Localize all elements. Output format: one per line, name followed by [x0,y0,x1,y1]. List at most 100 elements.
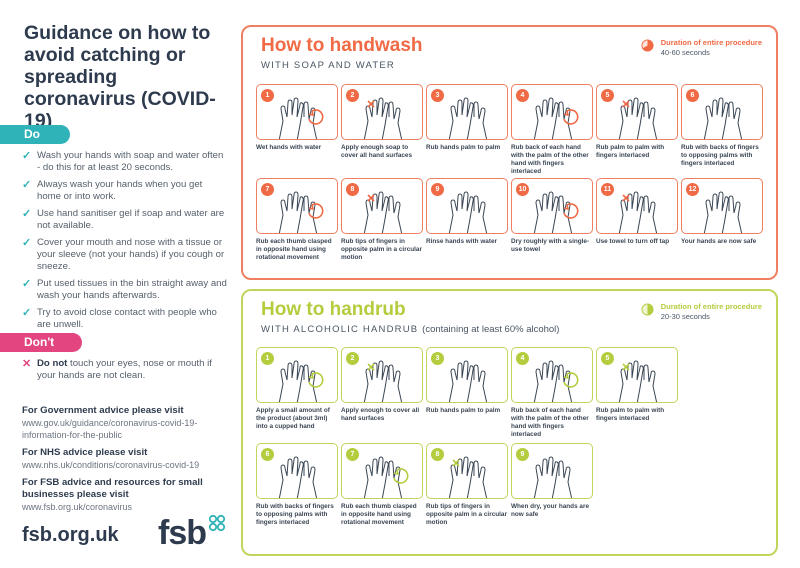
dont-bold: Do not [37,358,68,369]
step-number: 10 [516,183,529,196]
clock-icon [641,303,654,316]
government-link[interactable]: www.gov.uk/guidance/coronavirus-covid-19… [22,418,198,440]
fingertips-icon: 8 [426,443,508,499]
check-icon: ✓ [22,208,32,220]
step-number: 2 [346,89,359,102]
check-icon: ✓ [22,237,32,249]
handwash-subtitle: WITH SOAP AND WATER [261,60,395,71]
step-caption: Wet hands with water [256,144,322,151]
step-caption: When dry, your hands are now safe [511,503,590,518]
backs-of-fingers-icon: 6 [256,443,338,499]
step-number: 12 [686,183,699,196]
handwash-title: How to handwash [261,35,423,56]
step-number: 4 [516,89,529,102]
do-item: ✓Use hand sanitiser gel if soap and wate… [22,208,225,231]
do-item: ✓Wash your hands with soap and water oft… [22,150,224,173]
palm-rub-icon: 3 [426,84,508,140]
step-caption: Rub each thumb clasped in opposite hand … [341,503,417,526]
check-icon: ✓ [22,150,32,162]
back-of-hand-icon: 4 [511,347,593,403]
fsb-link[interactable]: www.fsb.org.uk/coronavirus [22,502,133,512]
dont-item: ✕ Do not touch your eyes, nose or mouth … [22,358,227,382]
step-caption: Rub tips of fingers in opposite palm in … [341,238,422,261]
do-item: ✓Cover your mouth and nose with a tissue… [22,237,225,272]
do-item: ✓Always wash your hands when you get hom… [22,179,203,202]
safe-hands-icon: 12 [681,178,763,234]
step-number: 8 [431,448,444,461]
dont-text: touch your eyes, nose or mouth if your h… [37,358,212,381]
step-caption: Dry roughly with a single-use towel [511,238,590,253]
back-of-hand-icon: 4 [511,84,593,140]
clock-icon [641,39,654,52]
step-caption: Rub palm to palm with fingers interlaced [596,144,665,159]
nhs-link[interactable]: www.nhs.uk/conditions/coronavirus-covid-… [22,460,200,470]
step-number: 7 [346,448,359,461]
do-item: ✓Try to avoid close contact with people … [22,307,217,330]
step-number: 6 [261,448,274,461]
step-number: 1 [261,352,274,365]
advice-government: For Government advice please visit www.g… [22,405,232,441]
check-icon: ✓ [22,278,32,290]
step-caption: Rub palm to palm with fingers interlaced [596,407,665,422]
step-caption: Rub with backs of fingers to opposing pa… [681,144,759,167]
site-url[interactable]: fsb.org.uk [22,524,119,546]
step-caption: Rub with backs of fingers to opposing pa… [256,503,334,526]
logo-dots-icon [208,514,226,532]
do-list: ✓Wash your hands with soap and water oft… [22,150,227,336]
handrub-title: How to handrub [261,299,406,320]
handrub-subtitle: WITH ALCOHOLIC HANDRUB (containing at le… [261,324,560,335]
cover-hands-icon: 2 [341,347,423,403]
step-number: 6 [686,89,699,102]
palm-rub-icon: 3 [426,347,508,403]
step-caption: Apply enough soap to cover all hand surf… [341,144,413,159]
step-number: 3 [431,352,444,365]
page-title: Guidance on how to avoid catching or spr… [24,22,216,132]
do-item: ✓Put used tissues in the bin straight aw… [22,278,227,301]
left-column: Guidance on how to avoid catching or spr… [0,0,232,568]
step-number: 7 [261,183,274,196]
tap-water-icon: 1 [256,84,338,140]
step-caption: Use towel to turn off tap [596,238,670,245]
step-number: 5 [601,352,614,365]
soap-dispenser-icon: 2 [341,84,423,140]
handrub-panel: How to handrub WITH ALCOHOLIC HANDRUB (c… [241,289,778,556]
backs-of-fingers-icon: 6 [681,84,763,140]
step-number: 2 [346,352,359,365]
advice-nhs: For NHS advice please visit www.nhs.uk/c… [22,447,232,471]
step-caption: Your hands are now safe [681,238,757,245]
step-caption: Rub back of each hand with the palm of t… [511,407,589,438]
do-heading: Do [0,125,70,144]
safe-hands-icon: 9 [511,443,593,499]
step-number: 11 [601,183,614,196]
step-caption: Rub each thumb clasped in opposite hand … [256,238,332,261]
step-caption: Rub back of each hand with the palm of t… [511,144,589,175]
sanitiser-bottle-icon: 1 [256,347,338,403]
handrub-duration: Duration of entire procedure 20-30 secon… [641,302,762,322]
handwash-duration: Duration of entire procedure 40-60 secon… [641,38,762,58]
interlaced-fingers-icon: 5 [596,84,678,140]
rinse-icon: 9 [426,178,508,234]
thumb-rotation-icon: 7 [256,178,338,234]
towel-icon: 10 [511,178,593,234]
cross-icon: ✕ [22,358,32,370]
step-number: 5 [601,89,614,102]
